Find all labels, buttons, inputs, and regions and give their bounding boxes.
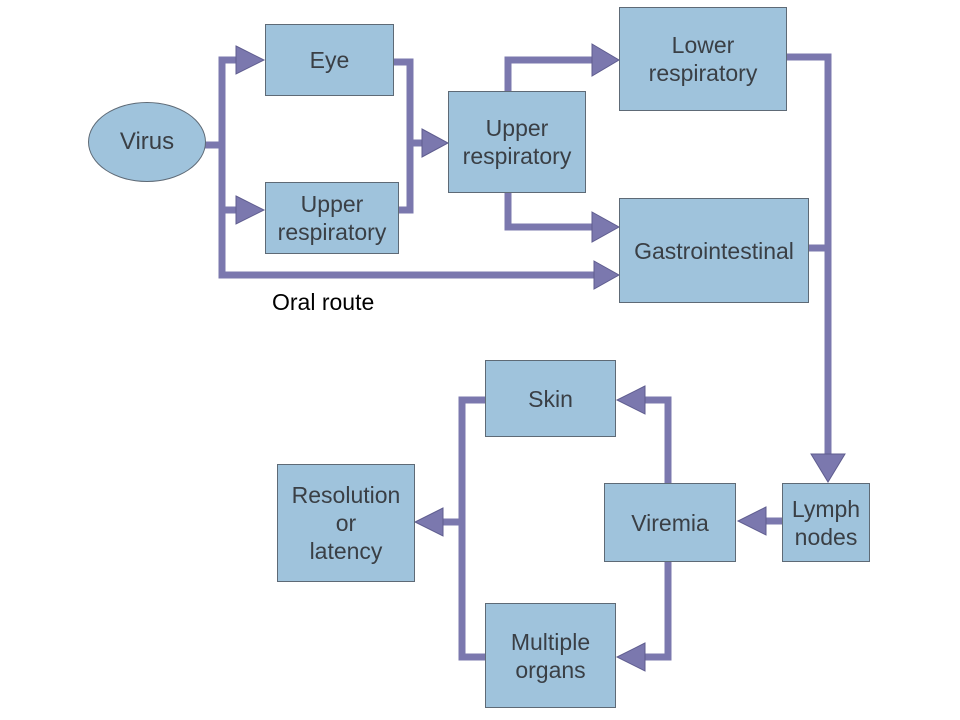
arrowhead-upper-respiratory-entry xyxy=(235,195,266,225)
node-upper-respiratory: Upper respiratory xyxy=(448,91,586,193)
arrowhead-upper-respiratory xyxy=(421,128,450,158)
node-lower-respiratory: Lower respiratory xyxy=(619,7,787,111)
node-upper-respiratory-entry: Upper respiratory xyxy=(265,182,399,254)
arrowhead-skin xyxy=(615,385,646,415)
arrowhead-lymph-nodes xyxy=(810,453,846,483)
connector-virus-to-eye xyxy=(218,56,238,145)
arrowhead-multiple-organs xyxy=(615,642,646,672)
arrowhead-oral-route xyxy=(593,260,621,290)
node-lymph-nodes: Lymph nodes xyxy=(782,483,870,562)
connector-viremia-to-organs xyxy=(643,562,672,661)
connector-viremia-to-skin xyxy=(643,396,672,483)
arrowhead-eye xyxy=(235,45,266,75)
connector-to-gastrointestinal xyxy=(504,192,594,231)
arrowhead-viremia xyxy=(736,506,767,536)
connector-eye-to-upper-respiratory xyxy=(394,58,414,214)
arrowhead-resolution xyxy=(413,507,444,537)
node-eye: Eye xyxy=(265,24,394,96)
connector-lower-respiratory-out xyxy=(787,53,832,456)
node-viremia: Viremia xyxy=(604,483,736,562)
arrowhead-gastrointestinal xyxy=(591,211,621,243)
node-skin: Skin xyxy=(485,360,616,437)
node-multiple-organs: Multiple organs xyxy=(485,603,616,708)
arrowhead-lower-respiratory xyxy=(591,43,620,77)
node-virus: Virus xyxy=(88,102,206,182)
node-gastrointestinal: Gastrointestinal xyxy=(619,198,809,303)
connector-to-lower-respiratory xyxy=(504,56,594,92)
label-oral-route: Oral route xyxy=(272,289,375,315)
connector-skin-organs-out xyxy=(458,396,485,661)
node-resolution-or-latency: Resolution or latency xyxy=(277,464,415,582)
